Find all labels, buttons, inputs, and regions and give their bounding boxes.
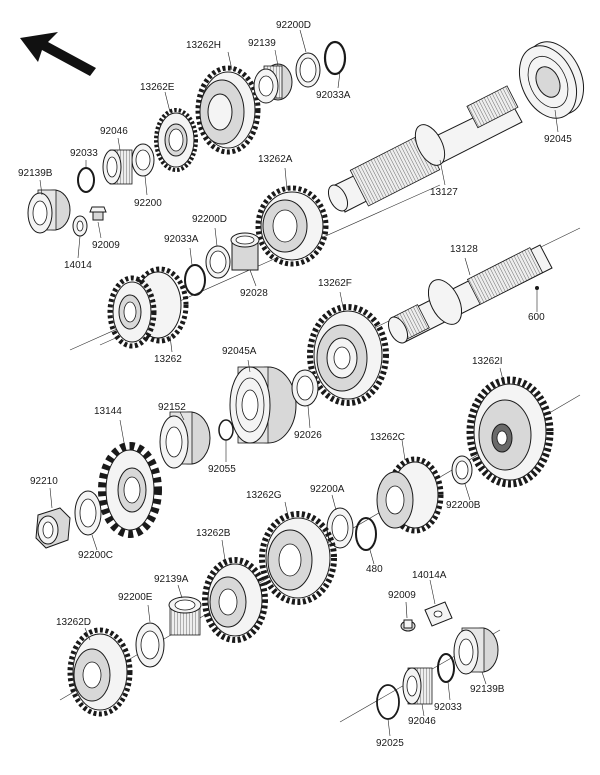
bearing-92139B-top — [27, 179, 71, 234]
label-92210: 92210 — [30, 476, 58, 487]
label-13262H: 13262H — [186, 40, 222, 51]
label-92200D-mid: 92200D — [192, 214, 228, 225]
gear-13262A — [255, 167, 329, 267]
washer-92200C — [74, 490, 102, 551]
bearing-92045A — [229, 359, 297, 444]
gear-13262G — [259, 501, 337, 605]
gear-13262D — [67, 627, 133, 717]
label-92200B: 92200B — [446, 500, 481, 511]
label-13144: 13144 — [94, 406, 122, 417]
bearing-92139B-bottom — [453, 627, 499, 685]
label-92200D-top: 92200D — [276, 20, 312, 31]
circlip-92033A-mid — [184, 247, 206, 296]
bushing-92028 — [230, 232, 260, 287]
label-13262D: 13262D — [56, 617, 92, 628]
gear-13262B — [202, 539, 268, 643]
circlip-92033-top — [77, 160, 95, 193]
label-92200: 92200 — [134, 198, 162, 209]
label-13262I: 13262I — [472, 356, 503, 367]
washer-92200 — [131, 143, 155, 196]
label-13262A: 13262A — [258, 154, 293, 165]
label-92033-top: 92033 — [70, 148, 98, 159]
gear-13262C — [376, 439, 444, 534]
label-13127: 13127 — [430, 187, 458, 198]
countershaft-13127 — [327, 85, 523, 213]
label-14014: 14014 — [64, 260, 92, 271]
gear-13262E — [154, 91, 198, 172]
label-13128: 13128 — [450, 244, 478, 255]
nut-92210 — [35, 487, 71, 549]
label-92200E: 92200E — [118, 592, 153, 603]
label-480: 480 — [366, 564, 383, 575]
label-92045A: 92045A — [222, 346, 257, 357]
label-92033A-mid: 92033A — [164, 234, 199, 245]
needle-bearing-92139 — [253, 49, 293, 104]
circlip-480 — [355, 517, 377, 565]
gear-13262H — [195, 51, 261, 155]
gear-13262 — [107, 266, 189, 353]
needle-bearing-92139A — [168, 584, 202, 636]
needle-bearing-92046-bottom — [402, 667, 433, 717]
plate-14014A — [424, 579, 453, 627]
label-92033A-top: 92033A — [316, 90, 351, 101]
bearing-92045 — [518, 41, 585, 133]
label-92046-top: 92046 — [100, 126, 128, 137]
sprocket-13144 — [98, 419, 162, 538]
plate-14014 — [72, 215, 88, 259]
label-13262G: 13262G — [246, 490, 282, 501]
label-14014A: 14014A — [412, 570, 447, 581]
gear-13262F — [307, 291, 389, 406]
circlip-92033-bottom — [437, 653, 455, 701]
label-92045: 92045 — [544, 134, 572, 145]
label-92028: 92028 — [240, 288, 268, 299]
label-92200A: 92200A — [310, 484, 345, 495]
washer-92200B — [451, 455, 473, 501]
label-13262F: 13262F — [318, 278, 352, 289]
label-13262C: 13262C — [370, 432, 406, 443]
label-13262: 13262 — [154, 354, 182, 365]
bolt-92009-top — [89, 206, 107, 239]
label-92026: 92026 — [294, 430, 322, 441]
circlip-92033A-top — [323, 40, 347, 89]
label-13262B: 13262B — [196, 528, 231, 539]
label-92046-bottom: 92046 — [408, 716, 436, 727]
gear-13262I — [466, 367, 554, 488]
washer-92200D-top — [295, 29, 321, 88]
washer-92200D-mid — [205, 227, 231, 279]
label-92139A: 92139A — [154, 574, 189, 585]
needle-bearing-92046-top — [102, 137, 133, 185]
label-92009-top: 92009 — [92, 240, 120, 251]
label-92009-bottom: 92009 — [388, 590, 416, 601]
label-600: 600 — [528, 312, 545, 323]
washer-92026 — [291, 369, 319, 429]
mainshaft-13128 — [387, 244, 553, 344]
collar-92152 — [159, 411, 211, 469]
oring-92055 — [218, 419, 234, 462]
washer-92200E — [135, 604, 165, 668]
bolt-92009-bottom — [400, 601, 416, 632]
label-92139: 92139 — [248, 38, 276, 49]
label-92152: 92152 — [158, 402, 186, 413]
front-direction-arrow-icon — [20, 32, 96, 76]
label-13262E: 13262E — [140, 82, 175, 93]
label-92055: 92055 — [208, 464, 236, 475]
label-92033-bottom: 92033 — [434, 702, 462, 713]
label-92139B-top: 92139B — [18, 168, 53, 179]
label-92139B-bottom: 92139B — [470, 684, 505, 695]
label-92025: 92025 — [376, 738, 404, 749]
pin-600 — [535, 286, 539, 312]
washer-92200A — [326, 494, 354, 549]
label-92200C: 92200C — [78, 550, 114, 561]
oring-92025 — [376, 684, 400, 737]
